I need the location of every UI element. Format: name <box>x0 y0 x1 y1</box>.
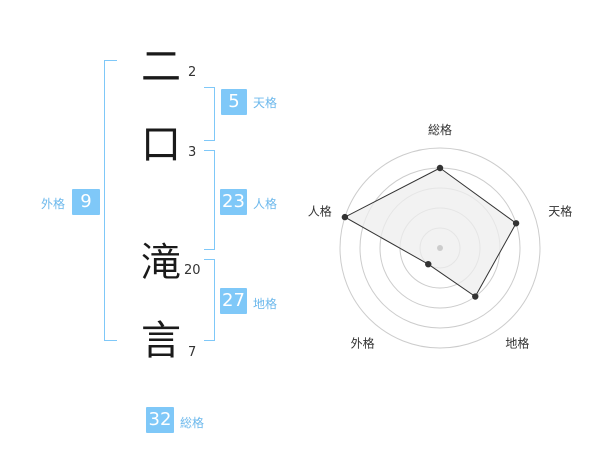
radar-axis-label-5: 人格 <box>308 204 332 219</box>
gaikaku-label: 外格 <box>41 197 66 211</box>
radar-axis-label-4: 外格 <box>351 335 375 350</box>
jinkaku-value: 23 <box>220 189 247 215</box>
radar-data-points <box>341 164 520 300</box>
chikaku-bracket <box>204 259 215 341</box>
tenkaku-value: 5 <box>221 89 247 115</box>
radar-axis-label-3: 地格 <box>505 335 529 350</box>
tenkaku-label: 天格 <box>253 96 278 110</box>
tenkaku-bracket <box>204 87 215 141</box>
radar-point-2 <box>512 220 520 227</box>
radar-data-polygon <box>343 167 517 298</box>
name-char-2: 口 <box>141 122 181 168</box>
radar-point-5 <box>341 213 349 221</box>
jinkaku-bracket <box>204 150 215 250</box>
radar-point-4 <box>425 260 432 268</box>
radar-point-3 <box>472 293 479 300</box>
radar-axis-label-1: 総格 <box>428 122 452 137</box>
name-char-1: 二 <box>141 44 181 90</box>
stroke-count-4: 7 <box>188 345 197 360</box>
stroke-count-3: 20 <box>184 263 201 278</box>
radar-point-1 <box>436 164 444 172</box>
radar-axis-label-2: 天格 <box>548 204 572 219</box>
radar-ring <box>339 147 541 349</box>
soukaku-value: 32 <box>146 407 174 433</box>
stroke-count-2: 3 <box>188 145 197 160</box>
name-char-3: 滝 <box>141 240 181 286</box>
name-char-4: 言 <box>141 318 181 364</box>
gaikaku-value: 9 <box>72 189 100 215</box>
chikaku-value: 27 <box>220 288 247 314</box>
radar-center-dot <box>437 245 443 251</box>
stroke-count-1: 2 <box>188 65 197 80</box>
soukaku-label: 総格 <box>180 416 205 430</box>
gaikaku-bracket <box>104 60 117 341</box>
chikaku-label: 地格 <box>253 297 278 311</box>
jinkaku-label: 人格 <box>253 197 278 211</box>
